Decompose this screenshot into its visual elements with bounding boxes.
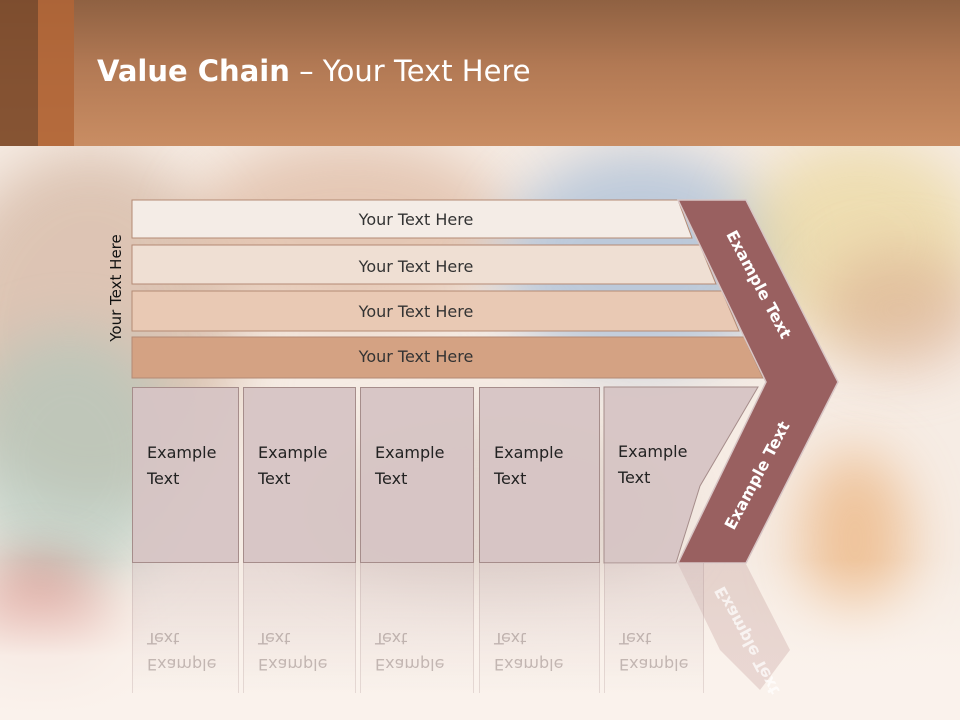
page-title: Value Chain – Your Text Here bbox=[97, 54, 531, 88]
box-3-line1: Example bbox=[375, 443, 445, 462]
band-label-3: Your Text Here bbox=[358, 301, 474, 321]
header-banner: Value Chain – Your Text Here bbox=[0, 0, 960, 146]
band-2: Your Text Here bbox=[132, 247, 700, 285]
title-bold: Value Chain bbox=[97, 54, 290, 88]
band-shape-1 bbox=[131, 199, 693, 239]
chevron-arrow bbox=[676, 199, 839, 564]
box-3-line2: Text bbox=[375, 469, 408, 488]
band-3: Your Text Here bbox=[132, 292, 700, 330]
box-1-line2: Text bbox=[147, 469, 180, 488]
header-accent-mid bbox=[38, 0, 74, 146]
band-1: Your Text Here bbox=[132, 200, 700, 238]
band-label-2: Your Text Here bbox=[358, 256, 474, 276]
box-shape-5 bbox=[603, 386, 759, 564]
box-2-line1: Example bbox=[258, 443, 328, 462]
band-shape-3 bbox=[131, 290, 740, 332]
box-5-line2: Text bbox=[618, 468, 651, 487]
title-rest: – Your Text Here bbox=[289, 54, 531, 88]
band-label-4: Your Text Here bbox=[358, 346, 474, 366]
band-shape-2 bbox=[131, 244, 717, 285]
band-label-1: Your Text Here bbox=[358, 209, 474, 229]
box-1-line1: Example bbox=[147, 443, 217, 462]
box-4-line1: Example bbox=[494, 443, 564, 462]
band-4: Your Text Here bbox=[132, 337, 700, 375]
box-4-line2: Text bbox=[494, 469, 527, 488]
band-shape-4 bbox=[131, 336, 764, 379]
chevron-reflection bbox=[678, 564, 790, 690]
box-2-line2: Text bbox=[258, 469, 291, 488]
header-accent-dark bbox=[0, 0, 38, 146]
box-5-line1: Example bbox=[618, 442, 688, 461]
